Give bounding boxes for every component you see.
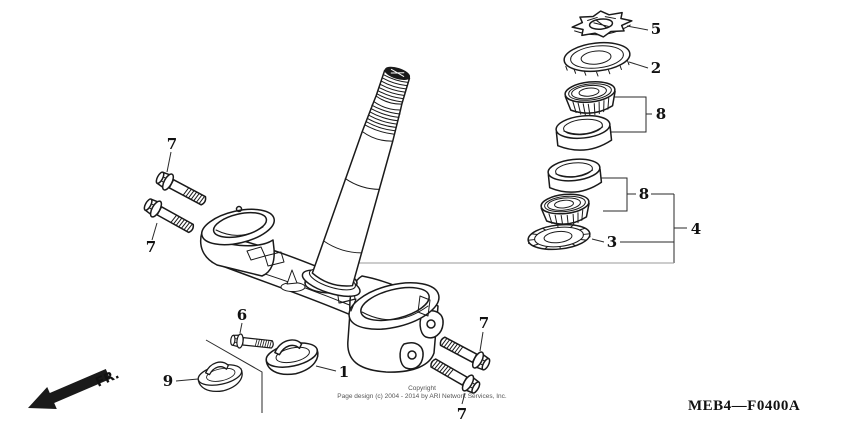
leader-lines <box>151 25 687 413</box>
bolt-ear-upper <box>419 310 444 339</box>
pinch-bolt-nub <box>235 205 243 213</box>
leader-part3 <box>591 238 674 243</box>
bearing-race-lower-part8 <box>547 158 603 193</box>
copyright-line2: Page design (c) 2004 - 2014 by ARI Netwo… <box>337 392 507 400</box>
fr-label: FR. <box>94 367 122 390</box>
flange-bolt-6 <box>229 332 275 353</box>
leader-part2 <box>628 61 649 69</box>
leader-part6 <box>239 322 243 334</box>
callout-8-upper[interactable]: 8 <box>656 105 666 123</box>
copyright-line1: Copyright <box>408 385 436 392</box>
bolt-hole-upper <box>426 319 436 329</box>
bolt-hole-lower <box>407 350 417 360</box>
leader-part9 <box>175 378 199 382</box>
callout-1[interactable]: 1 <box>339 363 349 381</box>
stem-threads-mid <box>365 104 401 135</box>
holder-collar-part1 <box>265 339 319 376</box>
divider-line <box>205 339 263 413</box>
callout-4[interactable]: 4 <box>691 220 701 238</box>
leader-part7-bot2 <box>461 392 466 405</box>
leader-part7-top1 <box>166 151 172 173</box>
leader-part1 <box>315 365 337 372</box>
bolt-ear-lower <box>399 342 424 370</box>
bracket-part8-upper <box>608 96 652 133</box>
dust-seal-part2 <box>563 41 631 77</box>
callout-5[interactable]: 5 <box>651 20 661 38</box>
bridge-tab2 <box>264 251 285 267</box>
callout-7-top2[interactable]: 7 <box>146 238 156 256</box>
copyright-notice: Copyright Page design (c) 2004 - 2014 by… <box>322 385 522 400</box>
callout-labels: 5 2 8 8 3 4 7 7 7 7 6 1 9 <box>146 20 701 423</box>
diagram-part-code: MEB4—F0400A <box>688 398 801 414</box>
steering-stem-nut-part5 <box>571 10 633 38</box>
bearing-race-upper-part8 <box>555 114 613 151</box>
holder-collar-part9 <box>197 361 243 393</box>
collar-strap <box>204 361 229 376</box>
bracket-part4 <box>673 194 687 263</box>
callout-2[interactable]: 2 <box>651 59 661 77</box>
leader-part7-top2 <box>151 222 158 241</box>
callout-7-bot2[interactable]: 7 <box>457 405 467 423</box>
fr-arrow-icon <box>28 369 111 409</box>
taper-bearing-upper-part8 <box>564 80 616 116</box>
callout-9[interactable]: 9 <box>163 372 173 390</box>
steering-stem-shaft <box>301 66 411 298</box>
leader-part5 <box>626 25 649 31</box>
taper-bearing-lower-part8 <box>540 193 590 227</box>
steering-stop-cone <box>286 269 298 285</box>
flange-bolt-7b <box>140 194 198 238</box>
left-boss-bore <box>212 211 268 239</box>
dust-seal-part3 <box>527 223 591 251</box>
collar-strap <box>274 339 303 356</box>
callout-8-lower[interactable]: 8 <box>639 185 649 203</box>
callout-7-bot1[interactable]: 7 <box>479 314 489 332</box>
callout-3[interactable]: 3 <box>607 233 617 251</box>
callout-7-top1[interactable]: 7 <box>167 135 177 153</box>
right-boss-bore <box>360 286 430 322</box>
fr-direction-arrow: FR. <box>28 367 122 409</box>
bracket-part8-lower <box>599 177 674 212</box>
callout-6[interactable]: 6 <box>237 306 247 324</box>
leader-part7-bot1 <box>479 331 484 352</box>
